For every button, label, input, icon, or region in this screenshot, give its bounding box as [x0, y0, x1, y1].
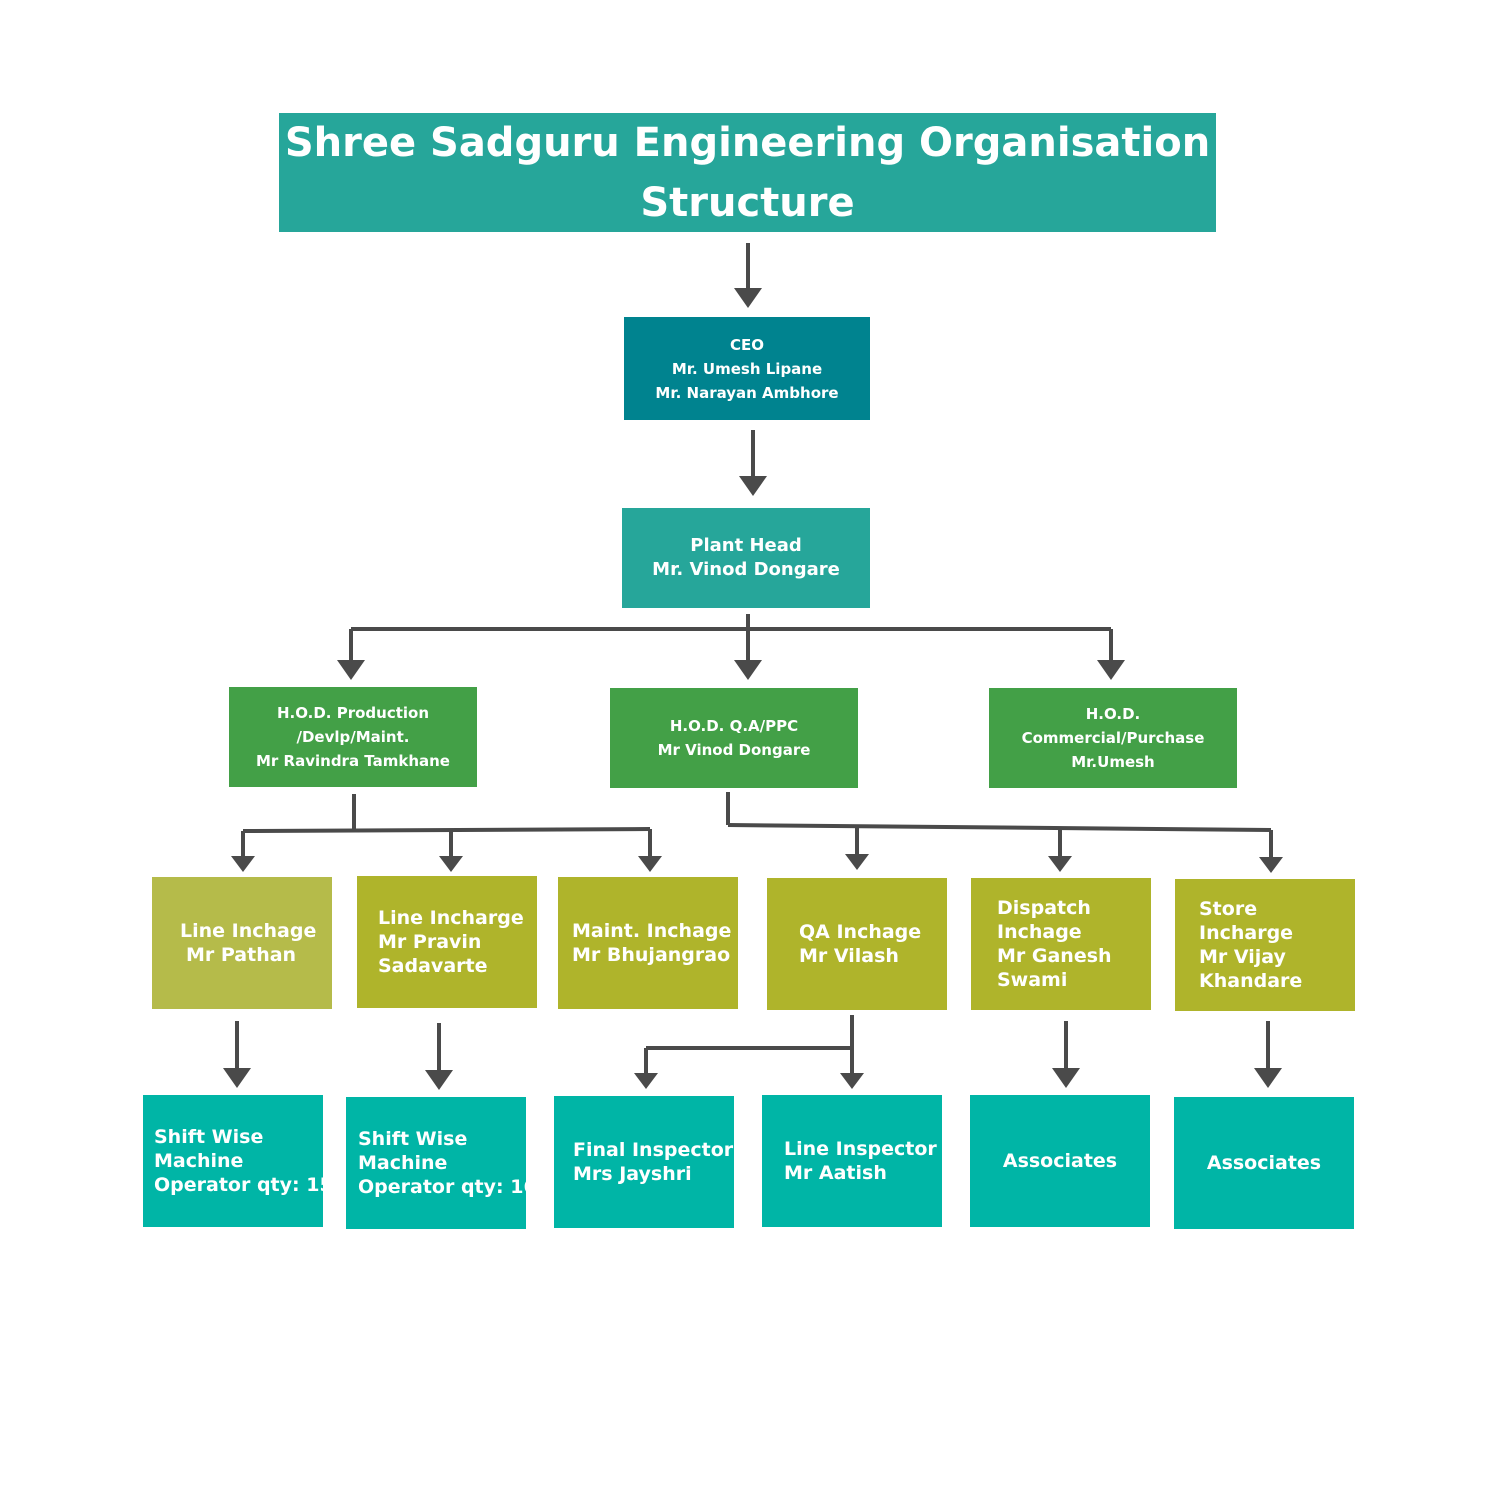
incharge-5-line-1: Dispatch [997, 897, 1091, 919]
leaf-6-line-1: Associates [1206, 1152, 1322, 1174]
incharge-6-line-4: Khandare [1199, 970, 1303, 992]
qa-incharge-node: QA Inchage Mr Vilash [767, 878, 947, 1010]
arrowhead-inch6 [1259, 857, 1283, 873]
incharge-2-line-2: Mr Pravin [378, 931, 482, 953]
hod-production-line-1: H.O.D. Production [276, 704, 430, 722]
leaf-3-line-1: Final Inspector [573, 1139, 734, 1161]
leaf-4-line-2: Mr Aatish [784, 1162, 887, 1184]
arrowhead-inch5 [1048, 856, 1072, 872]
hod-production-line-2: /Devlp/Maint. [296, 728, 410, 746]
hod-commercial-line-2: Commercial/Purchase [1021, 729, 1205, 747]
incharge-1-line-1: Line Inchage [180, 920, 317, 942]
leaf-2-line-1: Shift Wise [358, 1128, 468, 1150]
title-box: Shree Sadguru Engineering Organisation S… [279, 113, 1216, 232]
arrowhead-hod3 [1097, 660, 1125, 680]
incharge-2-line-3: Sadavarte [378, 955, 488, 977]
arrowhead-leaf5 [1052, 1068, 1080, 1088]
arrowhead-leaf6 [1254, 1068, 1282, 1088]
machine-operators-16-node: Shift Wise Machine Operator qty: 16 [346, 1097, 537, 1229]
store-associates-node: Associates [1174, 1097, 1354, 1229]
arrowhead-hod1 [337, 660, 365, 680]
plant-head-name: Mr. Vinod Dongare [652, 559, 840, 580]
leaf-3-line-2: Mrs Jayshri [573, 1163, 692, 1185]
incharge-6-line-2: Incharge [1199, 922, 1294, 944]
arrowhead-ceo [734, 288, 762, 308]
incharge-6-line-1: Store [1199, 898, 1258, 920]
line-incharge-pravin-node: Line Incharge Mr Pravin Sadavarte [357, 876, 537, 1008]
title-line-2: Structure [640, 179, 855, 226]
arrowhead-leaf3 [634, 1073, 658, 1089]
leaf-1-line-3: Operator qty: 15 [154, 1174, 333, 1196]
incharge-3-line-2: Mr Bhujangrao [572, 944, 731, 966]
connector-hod1-bar [242, 827, 651, 833]
final-inspector-node: Final Inspector Mrs Jayshri [554, 1096, 734, 1228]
ceo-node: CEO Mr. Umesh Lipane Mr. Narayan Ambhore [624, 317, 870, 420]
arrowhead-plant [739, 476, 767, 496]
hod-qa-line-1: H.O.D. Q.A/PPC [669, 717, 799, 735]
incharge-3-line-1: Maint. Inchage [572, 920, 732, 942]
ceo-role: CEO [729, 335, 764, 354]
plant-head-role: Plant Head [690, 535, 802, 556]
hod-qa-node: H.O.D. Q.A/PPC Mr Vinod Dongare [610, 688, 858, 788]
hod-commercial-node: H.O.D. Commercial/Purchase Mr.Umesh [989, 688, 1237, 788]
incharge-2-line-1: Line Incharge [378, 907, 524, 929]
arrowhead-hod2 [734, 660, 762, 680]
ceo-name-2: Mr. Narayan Ambhore [655, 383, 839, 402]
plant-head-node: Plant Head Mr. Vinod Dongare [622, 508, 870, 608]
incharge-6-line-3: Mr Vijay [1199, 946, 1286, 968]
hod-commercial-line-3: Mr.Umesh [1071, 753, 1155, 771]
arrowhead-leaf4 [840, 1073, 864, 1089]
dispatch-incharge-node: Dispatch Inchage Mr Ganesh Swami [971, 878, 1151, 1010]
leaf-1-line-2: Machine [154, 1150, 244, 1172]
incharge-4-line-2: Mr Vilash [799, 945, 899, 967]
dispatch-associates-node: Associates [970, 1095, 1150, 1227]
hod-qa-line-2: Mr Vinod Dongare [657, 741, 811, 759]
incharge-5-line-3: Mr Ganesh [997, 945, 1112, 967]
maint-incharge-node: Maint. Inchage Mr Bhujangrao [558, 877, 738, 1009]
arrowhead-inch3 [638, 856, 662, 872]
leaf-5-line-1: Associates [1002, 1150, 1118, 1172]
incharge-1-line-2: Mr Pathan [186, 944, 297, 966]
hod-commercial-line-1: H.O.D. [1085, 705, 1141, 723]
ceo-name-1: Mr. Umesh Lipane [671, 359, 823, 378]
machine-operators-15-node: Shift Wise Machine Operator qty: 15 [143, 1095, 333, 1227]
title-line-1: Shree Sadguru Engineering Organisation [284, 119, 1211, 166]
arrowhead-inch2 [439, 856, 463, 872]
leaf-1-line-1: Shift Wise [154, 1126, 264, 1148]
leaf-2-line-2: Machine [358, 1152, 448, 1174]
arrowhead-leaf2 [425, 1070, 453, 1090]
leaf-4-line-1: Line Inspector [784, 1138, 937, 1160]
arrowhead-inch1 [231, 856, 255, 872]
incharge-5-line-4: Swami [997, 969, 1068, 991]
arrowhead-leaf1 [223, 1068, 251, 1088]
leaf-2-line-3: Operator qty: 16 [358, 1176, 537, 1198]
line-inspector-node: Line Inspector Mr Aatish [762, 1095, 942, 1227]
line-incharge-pathan-node: Line Inchage Mr Pathan [152, 877, 332, 1009]
connector-hod2-bar [727, 823, 1272, 832]
incharge-5-line-2: Inchage [997, 921, 1082, 943]
hod-production-node: H.O.D. Production /Devlp/Maint. Mr Ravin… [229, 687, 477, 787]
hod-production-line-3: Mr Ravindra Tamkhane [256, 752, 450, 770]
arrowhead-inch4 [845, 854, 869, 870]
store-incharge-node: Store Incharge Mr Vijay Khandare [1175, 879, 1355, 1011]
incharge-4-line-1: QA Inchage [799, 921, 922, 943]
